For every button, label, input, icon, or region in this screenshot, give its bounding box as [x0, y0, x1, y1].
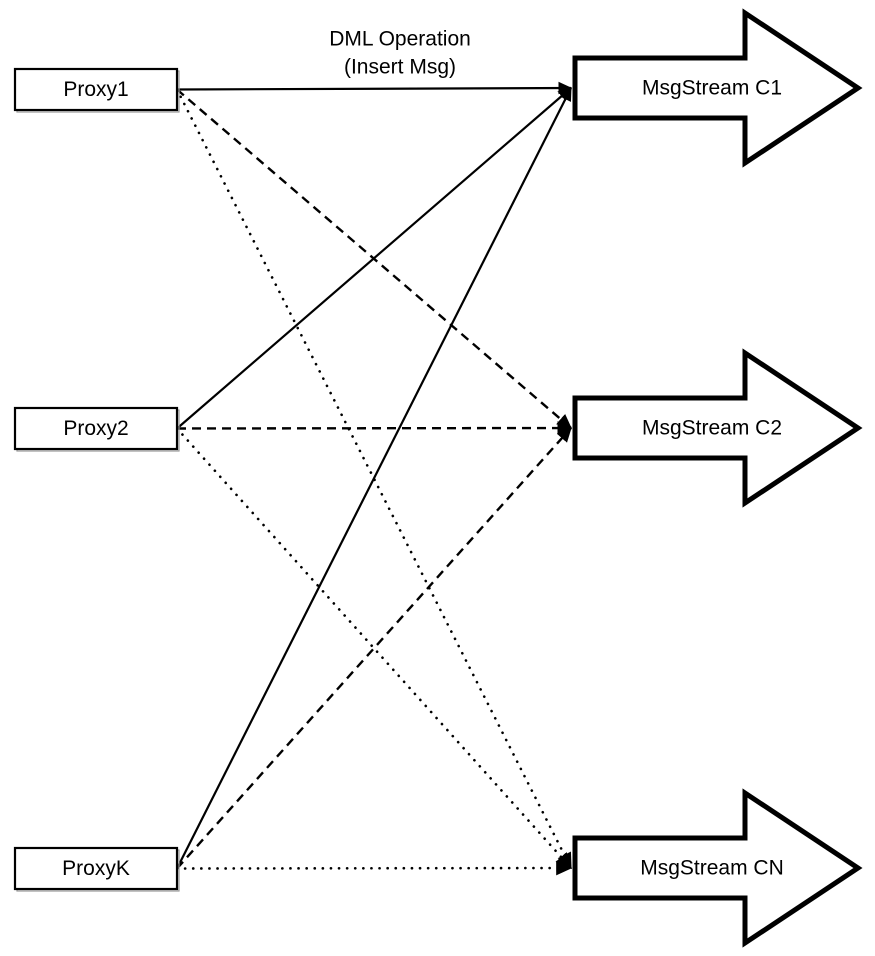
proxy-box[interactable] — [13, 406, 179, 451]
proxy-box[interactable] — [13, 67, 179, 112]
msgstream-arrow-shape[interactable] — [572, 788, 863, 948]
edge-caption-line2: (Insert Msg) — [344, 56, 456, 79]
edge-caption-line1: DML Operation — [329, 28, 471, 51]
msgstream-label: MsgStream C2 — [642, 417, 782, 440]
link-proxyk-to-cn — [175, 860, 573, 876]
links-layer — [175, 81, 573, 876]
link-proxy1-to-c1 — [176, 81, 573, 95]
proxy-node-proxy2[interactable]: Proxy2 — [13, 406, 180, 452]
proxy-box[interactable] — [13, 846, 179, 891]
proxy-label: Proxy1 — [63, 78, 128, 101]
streams-layer: MsgStream C1 MsgStream C2 MsgStream CN — [572, 8, 863, 948]
msgstream-arrow-shape[interactable] — [572, 8, 863, 168]
msgstream-node-stream_c2[interactable]: MsgStream C2 — [572, 348, 863, 508]
link-proxyk-to-c1 — [176, 87, 572, 869]
proxy-node-proxyk[interactable]: ProxyK — [13, 846, 180, 892]
proxy-node-proxy1[interactable]: Proxy1 — [13, 67, 180, 113]
proxy-label: ProxyK — [62, 857, 130, 880]
msgstream-label: MsgStream C1 — [642, 77, 782, 100]
msgstream-node-stream_cn[interactable]: MsgStream CN — [572, 788, 863, 948]
msgstream-node-stream_c1[interactable]: MsgStream C1 — [572, 8, 863, 168]
link-proxy2-to-c1 — [176, 87, 572, 430]
proxy-label: Proxy2 — [63, 417, 128, 440]
msgstream-label: MsgStream CN — [640, 857, 784, 880]
link-proxyk-to-c2 — [176, 427, 572, 870]
link-proxy2-to-cn — [175, 427, 573, 870]
msgstream-arrow-shape[interactable] — [572, 348, 863, 508]
link-proxy2-to-c2 — [176, 421, 573, 435]
